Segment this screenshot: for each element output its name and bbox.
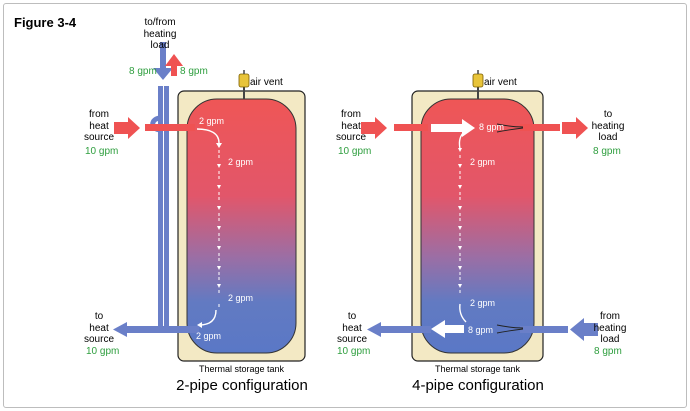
left-to-source-line-3: source xyxy=(84,334,115,345)
right-tank-label: Thermal storage tank xyxy=(434,364,521,374)
right-top-flow-arrow-icon xyxy=(431,119,475,137)
right-top-diffuser-icon xyxy=(496,123,524,133)
left-tank xyxy=(177,90,306,362)
left-from-source-line-1: from xyxy=(89,109,109,120)
left-outlet-arrow-icon xyxy=(113,322,127,337)
left-inlet-pipe xyxy=(114,117,206,139)
right-to-load-label: to heating load xyxy=(588,109,628,144)
left-top-load-line-1: to/from xyxy=(144,17,176,28)
right-config-title: 4-pipe configuration xyxy=(412,377,544,394)
right-from-source-line-3: source xyxy=(336,132,367,143)
left-from-source-line-3: source xyxy=(84,132,115,143)
left-to-source-line-1: to xyxy=(94,311,104,322)
right-to-load-line-3: load xyxy=(598,132,618,143)
right-load-out-pipe xyxy=(496,117,588,139)
right-load-return-pipe xyxy=(496,318,598,341)
right-source-out-pipe xyxy=(367,322,431,337)
right-to-source-flow: 10 gpm xyxy=(337,346,371,357)
right-to-load-arrow-icon xyxy=(562,117,588,139)
left-inlet-flow: 2 gpm xyxy=(199,116,225,126)
right-top-arrow-flow: 8 gpm xyxy=(479,122,505,132)
left-to-source-line-2: heat xyxy=(89,322,109,334)
right-bottom-diffuser-icon xyxy=(496,324,524,334)
left-from-source-label: from heat source xyxy=(84,109,114,144)
right-upper-flow: 2 gpm xyxy=(470,157,496,167)
left-to-source-flow: 10 gpm xyxy=(86,346,120,357)
left-top-load-line-3: load xyxy=(150,40,170,51)
left-upper-flow: 2 gpm xyxy=(228,157,254,167)
left-from-source-line-2: heat xyxy=(89,120,109,132)
left-to-source-label: to heat source xyxy=(84,311,114,346)
right-air-vent-icon xyxy=(472,70,484,99)
right-from-source-flow: 10 gpm xyxy=(338,146,372,157)
right-from-load-line-2: heating xyxy=(593,322,627,334)
left-down-arrow-icon xyxy=(153,42,173,80)
right-bottom-flow-arrow-icon xyxy=(431,320,464,338)
left-pipes xyxy=(150,86,169,332)
right-from-load-label: from heating load xyxy=(590,311,630,346)
right-from-source-line-2: heat xyxy=(341,120,361,132)
right-tank-interior xyxy=(420,98,535,354)
left-config-title: 2-pipe configuration xyxy=(176,377,308,394)
left-tank-interior xyxy=(186,98,297,354)
right-inlet-arrow-icon xyxy=(361,117,387,139)
left-inlet-arrow-icon xyxy=(114,117,140,139)
left-top-load-label: to/from heating load xyxy=(136,17,184,52)
right-to-load-line-2: heating xyxy=(591,120,625,132)
left-lower-flow: 2 gpm xyxy=(228,293,254,303)
right-to-load-line-1: to xyxy=(603,109,613,120)
left-outlet-flow: 2 gpm xyxy=(196,331,222,341)
right-from-load-line-3: load xyxy=(600,334,620,345)
right-to-source-arrow-icon xyxy=(367,322,381,337)
left-air-vent-icon xyxy=(238,70,250,99)
left-outlet-pipe xyxy=(113,322,199,337)
right-lower-flow: 2 gpm xyxy=(470,298,496,308)
right-from-source-label: from heat source xyxy=(336,109,366,144)
right-inlet-pipe xyxy=(361,117,428,139)
left-from-source-flow: 10 gpm xyxy=(85,146,119,157)
right-bottom-arrow-flow: 8 gpm xyxy=(468,325,494,335)
figure-frame xyxy=(3,3,687,408)
left-top-load-line-2: heating xyxy=(143,28,177,40)
right-to-source-line-3: source xyxy=(337,334,368,345)
left-top-flow-left: 8 gpm xyxy=(129,66,157,77)
left-tank-label: Thermal storage tank xyxy=(198,364,285,374)
right-internal-flow xyxy=(458,132,467,323)
right-from-load-line-1: from xyxy=(600,311,620,322)
right-from-load-arrow-icon xyxy=(570,318,598,341)
right-flow-arrows xyxy=(458,148,462,293)
right-from-source-line-1: from xyxy=(341,109,361,120)
right-to-source-label: to heat source xyxy=(337,311,367,346)
right-from-load-flow: 8 gpm xyxy=(594,346,622,357)
left-top-flow-right: 8 gpm xyxy=(180,66,208,77)
right-to-load-flow: 8 gpm xyxy=(593,146,621,157)
right-air-vent-label: air vent xyxy=(484,77,517,88)
left-flow-arrows xyxy=(197,143,222,328)
figure-label: Figure 3-4 xyxy=(14,15,77,30)
right-to-source-line-1: to xyxy=(347,311,357,322)
left-air-vent-label: air vent xyxy=(250,77,283,88)
left-up-arrow-icon xyxy=(165,54,183,76)
right-to-source-line-2: heat xyxy=(342,322,362,334)
